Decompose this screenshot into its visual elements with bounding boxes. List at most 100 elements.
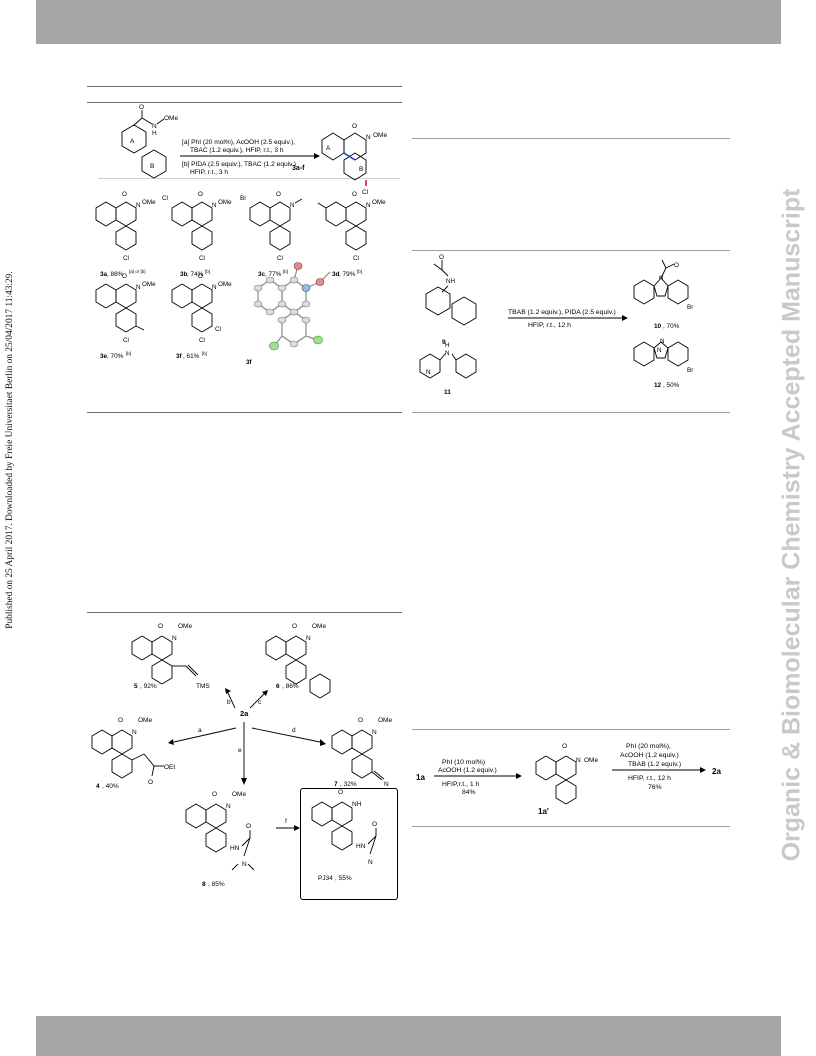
label-1a-prime: 1a' — [538, 807, 549, 816]
arrow-d-label: d — [292, 727, 296, 734]
atom-br: Br — [687, 367, 693, 374]
scheme1-bottom-rule — [87, 412, 402, 413]
yield-3a: , 88% — [107, 271, 124, 278]
compound-4: O OEt O N OMe 4 , 40% — [91, 717, 175, 790]
atom-ome: OMe — [378, 717, 392, 724]
label-pj34: PJ34 — [318, 875, 333, 882]
atom-o: O — [122, 273, 127, 280]
atom-o: O — [276, 191, 281, 198]
yield-4: , 40% — [102, 783, 119, 790]
scheme3: TMS O N OMe 5 , 92% O N OMe 6 , 86% 2a b… — [91, 623, 392, 888]
yield-6: , 86% — [282, 683, 299, 690]
atom-o: O — [352, 123, 357, 130]
step1-line4: 84% — [462, 789, 476, 796]
atom-n: N — [132, 729, 137, 736]
step1-line2: AcOOH (1.2 equiv.) — [438, 767, 497, 774]
scheme2: O NH 9 H N N 11 TBAB (1.2 equiv.), PIDA … — [419, 254, 693, 396]
scheme4-step2: PhI (20 mol%), AcOOH (1.2 equiv.) TBAB (… — [612, 743, 706, 791]
ring-b-label: B — [150, 163, 154, 170]
note-3e: [b] — [126, 351, 131, 356]
atom-n: N — [368, 859, 373, 866]
atom-br: Br — [687, 304, 693, 311]
label-5: 5 — [134, 683, 138, 690]
atom-n: N — [426, 369, 431, 376]
center-compound-2a: 2a — [240, 709, 249, 718]
atom-ome: OMe — [178, 623, 192, 630]
atom-o: O — [338, 789, 343, 796]
atom-h: H — [445, 342, 450, 349]
accepted-manuscript-watermark: Organic & Biomolecular Chemistry Accepte… — [772, 130, 812, 920]
atom-n: N — [659, 275, 664, 282]
compound-9: O NH 9 — [425, 254, 477, 346]
atom-nh: NH — [352, 801, 362, 808]
label-3e: 3e — [100, 353, 108, 360]
atom-o: O — [118, 717, 123, 724]
atom-cl: Cl — [353, 255, 359, 262]
pj34-highlight-box — [300, 788, 398, 900]
atom-n: N — [366, 134, 371, 141]
compound-pj34: HN O N O NH PJ34 , 55% — [311, 789, 377, 882]
atom-ome: OMe — [142, 281, 156, 288]
condition-a-line1: [a] PhI (20 mol%), AcOOH (2.5 equiv.), — [182, 139, 295, 146]
scheme1-starting-material: O N H OMe A B — [121, 104, 178, 179]
atom-oet: OEt — [164, 764, 175, 771]
step2-line2: AcOOH (1.2 equiv.) — [620, 752, 679, 759]
atom-ome: OMe — [232, 791, 246, 798]
atom-o: O — [158, 623, 163, 630]
atom-n: N — [212, 284, 217, 291]
note-3f: [b] — [202, 351, 207, 356]
atom-n: N — [226, 803, 231, 810]
label-6: 6 — [276, 683, 280, 690]
scheme4-top-rule — [412, 729, 730, 730]
label-8: 8 — [202, 881, 206, 888]
label-3a: 3a — [100, 271, 108, 278]
compound-12: N N Br 12 , 50% — [633, 338, 693, 389]
atom-o: O — [212, 791, 217, 798]
compound-5: TMS O N OMe 5 , 92% — [131, 623, 210, 690]
header-bar — [36, 0, 781, 44]
label-4: 4 — [96, 783, 100, 790]
label-12: 12 — [654, 382, 662, 389]
atom-o: O — [439, 254, 444, 261]
atom-n: N — [384, 781, 389, 788]
atom-o: O — [292, 623, 297, 630]
compound-8: HN O N O N OMe 8 , 85% — [185, 791, 255, 888]
ring-a-label: A — [130, 138, 135, 145]
scheme1-product: O N OMe A B Cl 3a-f — [292, 123, 387, 196]
atom-o: O — [122, 191, 127, 198]
compound-3e: O N OMe Cl 3e , 70% [b] — [95, 273, 156, 360]
label-3c: 3c — [258, 271, 266, 278]
product-label: 3a-f — [292, 165, 305, 172]
atom-o: O — [352, 191, 357, 198]
label-9: 9 — [442, 339, 446, 346]
scheme1-top-rule — [87, 86, 402, 87]
atom-ome: OMe — [373, 132, 387, 139]
label-3d: 3d — [332, 271, 340, 278]
atom-ome: OMe — [584, 757, 598, 764]
yield-3c: , 77% — [265, 271, 282, 278]
scheme1-head-rule — [87, 102, 402, 103]
compound-7: N O N OMe 7 , 32% — [331, 717, 392, 788]
arrow-f-label: f — [285, 818, 287, 825]
scheme2-bottom-rule — [412, 412, 730, 413]
scheme3-top-rule — [87, 612, 402, 613]
atom-ome: OMe — [312, 623, 326, 630]
note-3a: [a] or [b] — [129, 269, 146, 274]
compound-3c: Br O N Cl 3c , 77% [b] — [240, 191, 303, 278]
atom-n: N — [212, 202, 217, 209]
step2-line5: 76% — [648, 784, 662, 791]
note-3d: [b] — [357, 269, 362, 274]
atom-cl: Cl — [215, 326, 221, 333]
arrow-c-label: c — [258, 699, 262, 706]
step1-line3: HFIP,r.t., 1 h — [442, 781, 479, 788]
yield-10: , 70% — [663, 323, 680, 330]
yield-pj34: , 55% — [335, 875, 352, 882]
condition-b-line2: HFIP, r.t., 3 h — [190, 169, 228, 176]
label-10: 10 — [654, 323, 662, 330]
atom-ome: OMe — [164, 115, 178, 122]
atom-hn: HN — [230, 845, 240, 852]
yield-8: , 85% — [208, 881, 225, 888]
atom-o: O — [198, 273, 203, 280]
arrow-a-label: a — [198, 727, 202, 734]
atom-o: O — [674, 262, 679, 269]
